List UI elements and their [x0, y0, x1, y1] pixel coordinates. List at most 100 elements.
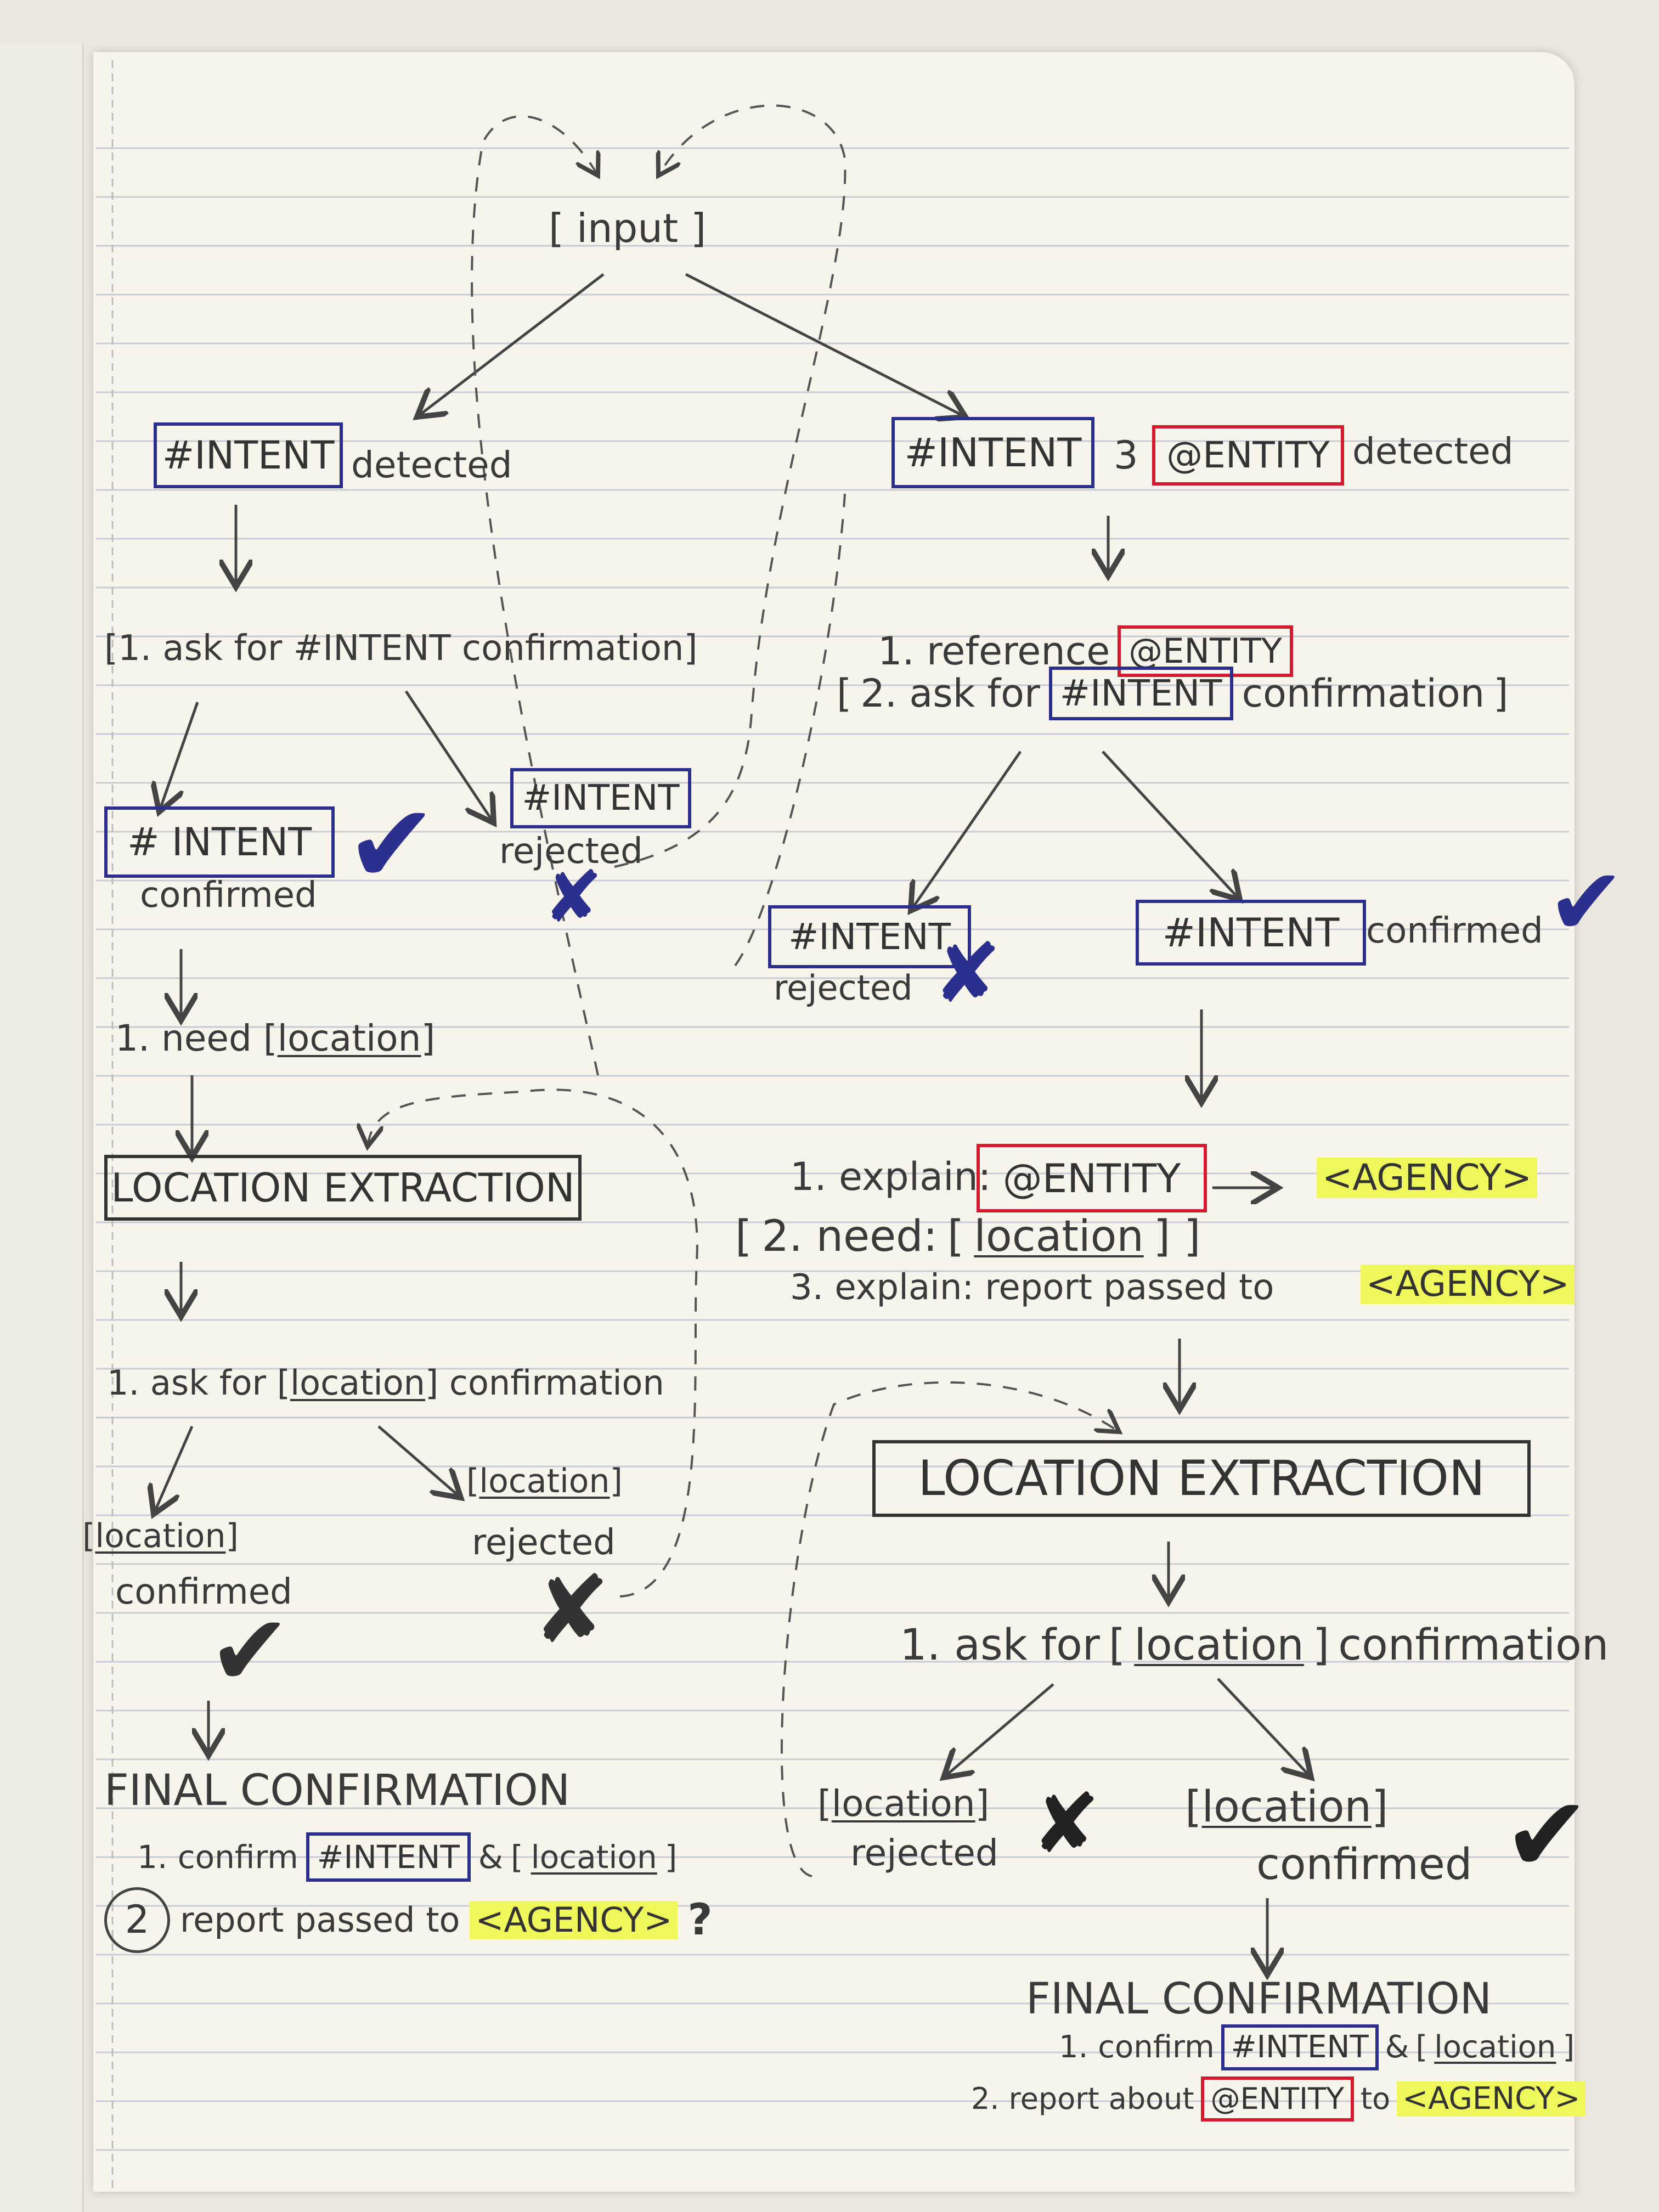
right-intent-box: #INTENT — [891, 417, 1094, 488]
right-final-step2-prefix: 2. report about — [971, 2081, 1194, 2116]
left-intent-rejected-label: rejected — [499, 831, 643, 872]
left-location-confirmed-tag-text: location — [95, 1517, 226, 1555]
right-ask-location-suffix: confirmation — [1338, 1621, 1609, 1670]
left-location-check-icon: ✔ — [208, 1594, 291, 1708]
right-location-rejected-tag: [location] — [817, 1782, 990, 1825]
left-intent-cross-icon: ✘ — [543, 855, 603, 939]
right-final-step1-prefix: 1. confirm — [1059, 2029, 1215, 2065]
left-final-step2-text: report passed to — [180, 1900, 460, 1940]
left-final-and: & — [478, 1838, 503, 1876]
left-final-intent-box: #INTENT — [306, 1832, 471, 1882]
left-need-location-step: 1. need [location] — [115, 1017, 436, 1059]
right-intent-cross-icon: ✘ — [933, 926, 1002, 1022]
right-need-location-step: [ 2. need: [location] ] — [735, 1212, 1201, 1261]
right-intent-check-icon: ✔ — [1547, 848, 1626, 957]
right-explain-entity-prefix: 1. explain: — [790, 1154, 991, 1199]
left-ask-location-suffix: confirmation — [449, 1363, 664, 1403]
right-location-extraction-box: LOCATION EXTRACTION — [872, 1440, 1531, 1517]
left-ask-intent-step: [1. ask for #INTENT confirmation] — [104, 628, 698, 669]
left-location-rejected-label: rejected — [472, 1522, 616, 1563]
right-ask-intent-suffix: confirmation — [1242, 671, 1485, 716]
arrow-right-loc-confirm — [1217, 1678, 1311, 1778]
right-final-and: & — [1385, 2029, 1409, 2065]
left-final-agency-highlight: <AGENCY> — [470, 1901, 678, 1939]
left-location-rejected-tag: [location] — [466, 1462, 623, 1500]
right-final-agency-highlight: <AGENCY> — [1397, 2081, 1586, 2117]
arrow-input-to-left — [417, 273, 605, 417]
dashed-loop-left-upper — [614, 104, 847, 868]
right-ask-intent-step: [ 2. ask for #INTENT confirmation ] — [837, 667, 1508, 720]
left-final-step1-prefix: 1. confirm — [137, 1838, 298, 1876]
left-final-step1: 1. confirm #INTENT & [location] — [137, 1832, 677, 1882]
arrow-right-loc-reject — [944, 1683, 1054, 1778]
right-location-confirmed-tag-text: location — [1201, 1782, 1372, 1832]
right-location-check-icon: ✔ — [1503, 1774, 1591, 1895]
right-detected-label: detected — [1352, 430, 1514, 472]
right-final-entity-box: @ENTITY — [1200, 2076, 1354, 2121]
arrow-left-confirm — [159, 702, 199, 812]
right-reference-prefix: 1. reference — [878, 629, 1110, 674]
right-intent-confirmed-box: #INTENT — [1136, 900, 1366, 966]
arrow-left-loc-confirm — [154, 1425, 194, 1514]
right-location-confirmed-tag: [location] — [1185, 1782, 1389, 1832]
right-final-intent-box: #INTENT — [1221, 2024, 1379, 2070]
left-ask-location-step: 1. ask for [location] confirmation — [107, 1363, 664, 1403]
right-intent-rejected-label: rejected — [774, 968, 913, 1008]
arrow-left-reject — [404, 690, 494, 823]
right-entity-box: @ENTITY — [1152, 425, 1344, 486]
arrow-input-to-right — [685, 273, 966, 417]
right-location-rejected-label: rejected — [850, 1832, 998, 1874]
right-location-cross-icon: ✘ — [1031, 1776, 1101, 1872]
right-report-step-text: 3. explain: report passed to — [790, 1267, 1274, 1308]
input-node: [ input ] — [549, 205, 707, 251]
right-final-step2-to: to — [1361, 2081, 1391, 2116]
left-location-confirmed-label: confirmed — [115, 1572, 292, 1612]
right-report-agency-highlight: <AGENCY> — [1361, 1265, 1575, 1304]
right-need-location: location — [974, 1212, 1144, 1261]
right-intent-rejected-box: #INTENT — [768, 905, 971, 968]
right-reference-entity-box: @ENTITY — [1118, 625, 1293, 677]
right-ask-intent-box: #INTENT — [1048, 667, 1233, 720]
right-explain-agency-highlight: <AGENCY> — [1317, 1158, 1538, 1198]
right-final-title: FINAL CONFIRMATION — [1026, 1974, 1492, 2024]
left-intent-confirmed-box: # INTENT — [104, 806, 335, 878]
arrow-right-confirm — [1102, 751, 1240, 900]
right-final-step1: 1. confirm #INTENT & [location] — [1059, 2024, 1575, 2070]
dashed-loop-left-location — [368, 1088, 698, 1598]
right-and-symbol: 3 — [1114, 433, 1138, 478]
right-intent-confirmed-label: confirmed — [1366, 911, 1543, 951]
input-label: input — [576, 205, 679, 251]
left-ask-location-prefix: 1. ask for — [107, 1363, 267, 1403]
left-ask-intent-text: 1. ask for #INTENT confirmation — [117, 628, 684, 669]
left-intent-rejected-box: #INTENT — [510, 768, 691, 828]
dashed-loop-left-reject — [471, 115, 598, 1076]
left-detected-label: detected — [351, 444, 512, 486]
right-ask-intent-prefix: 2. ask for — [860, 671, 1040, 716]
right-ask-location-tag: location — [1134, 1621, 1304, 1670]
right-location-rejected-tag-text: location — [831, 1782, 975, 1825]
right-reference-step: 1. reference @ENTITY — [878, 625, 1293, 677]
previous-page-edge — [0, 44, 84, 2212]
right-final-location: location — [1434, 2029, 1556, 2065]
dashed-loop-right-reject — [734, 493, 846, 967]
left-location-rejected-tag-text: location — [479, 1462, 610, 1500]
left-location-confirmed-tag: [location] — [82, 1517, 239, 1555]
left-location-cross-icon: ✘ — [532, 1556, 611, 1664]
right-ask-location-step: 1. ask for [location] confirmation — [900, 1621, 1609, 1670]
right-final-step2: 2. report about @ENTITY to <AGENCY> — [971, 2076, 1586, 2121]
left-need-prefix: 1. need — [115, 1017, 252, 1059]
left-final-step2-circled-number: 2 — [104, 1887, 170, 1953]
right-location-confirmed-label: confirmed — [1256, 1840, 1472, 1889]
left-location-extraction-box: LOCATION EXTRACTION — [104, 1155, 582, 1221]
right-ask-location-prefix: 1. ask for — [900, 1621, 1100, 1670]
left-ask-location-tag: location — [290, 1363, 425, 1403]
dashed-loop-right-location — [780, 1381, 1119, 1877]
left-final-location: location — [531, 1838, 657, 1876]
left-intent-box: #INTENT — [154, 422, 343, 488]
right-need-prefix: 2. need: — [761, 1212, 938, 1261]
left-intent-confirmed-label: confirmed — [140, 875, 317, 916]
arrow-left-loc-reject — [377, 1425, 461, 1498]
left-final-title: FINAL CONFIRMATION — [104, 1766, 571, 1815]
left-intent-check-icon: ✔ — [346, 781, 438, 909]
